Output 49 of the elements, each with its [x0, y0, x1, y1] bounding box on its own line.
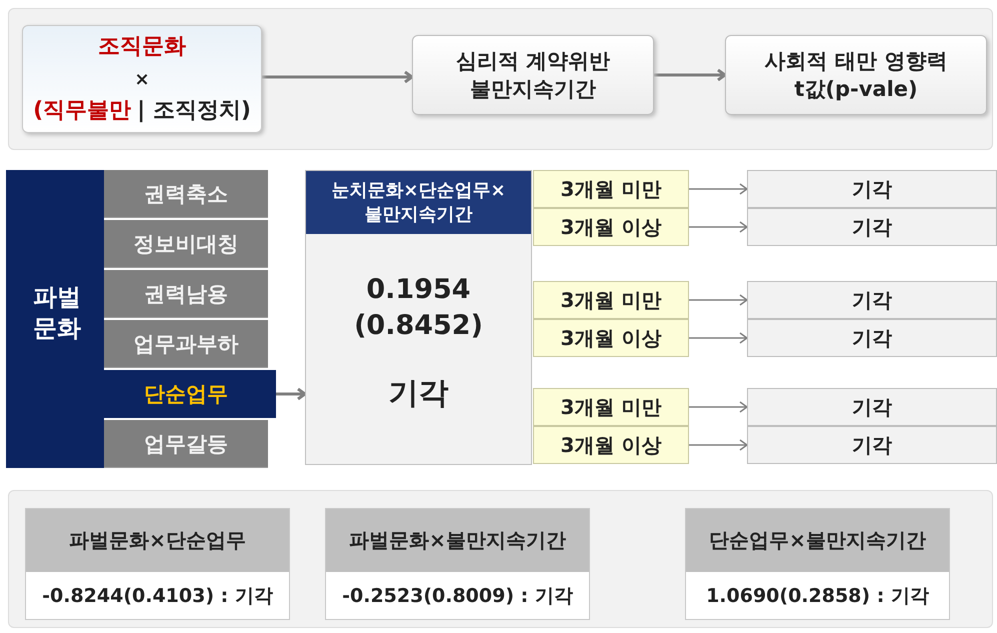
- result-panel: [305, 170, 532, 465]
- result-box: 기각: [747, 208, 997, 246]
- result-card: [325, 508, 590, 620]
- factor-box: 업무과부하: [104, 320, 268, 368]
- concept-text: 조직문화: [98, 34, 186, 60]
- result-box: 기각: [747, 281, 997, 319]
- concept-text: | 조직정치): [137, 98, 251, 123]
- box-text: 사회적 태만 영향력 t값(p-vale): [764, 48, 948, 103]
- header-text: 눈치문화×단순업무×불만지속기간: [330, 179, 507, 226]
- result-card: [25, 508, 290, 620]
- period-box: 3개월 이상: [533, 426, 689, 464]
- period-box: 3개월 이상: [533, 208, 689, 246]
- result-box: 기각: [747, 170, 997, 208]
- process-box: [725, 35, 987, 115]
- arrow: [689, 332, 748, 344]
- factor-box: 권력축소: [104, 170, 268, 218]
- period-box: 3개월 이상: [533, 319, 689, 357]
- arrow: [689, 439, 748, 451]
- arrow: [689, 221, 748, 233]
- verdict-text: 기각: [388, 374, 448, 413]
- process-box: [412, 35, 654, 115]
- concept-text: ×: [134, 69, 150, 90]
- arrow: [276, 388, 306, 400]
- result-box: 기각: [747, 319, 997, 357]
- result-box: 기각: [747, 388, 997, 426]
- factor-box: 정보비대칭: [104, 220, 268, 268]
- arrow: [654, 68, 726, 82]
- card-header: 파벌문화×불만지속기간: [326, 509, 589, 572]
- box-text: 심리적 계약위반 불만지속기간: [454, 48, 612, 103]
- card-value: -0.2523(0.8009) : 기각: [342, 584, 573, 608]
- concept-text: (직무불만: [33, 98, 132, 123]
- result-box: 기각: [747, 426, 997, 464]
- factor-box: 업무갈등: [104, 420, 268, 468]
- period-box: 3개월 미만: [533, 388, 689, 426]
- card-header: 파벌문화×단순업무: [26, 509, 289, 572]
- result-value: 0.1954 (0.8452): [353, 273, 484, 344]
- card-value: -0.8244(0.4103) : 기각: [42, 584, 273, 608]
- period-box: 3개월 미만: [533, 281, 689, 319]
- band-label: 파벌문화: [32, 282, 82, 344]
- factor-box: 권력남용: [104, 270, 268, 318]
- card-value: 1.0690(0.2858) : 기각: [706, 584, 929, 608]
- arrow: [689, 183, 748, 195]
- arrow: [689, 401, 748, 413]
- card-header: 단순업무×불만지속기간: [686, 509, 949, 572]
- period-box: 3개월 미만: [533, 170, 689, 208]
- result-card: [685, 508, 950, 620]
- arrow: [689, 294, 748, 306]
- concept-box: [22, 25, 262, 133]
- arrow: [262, 70, 414, 84]
